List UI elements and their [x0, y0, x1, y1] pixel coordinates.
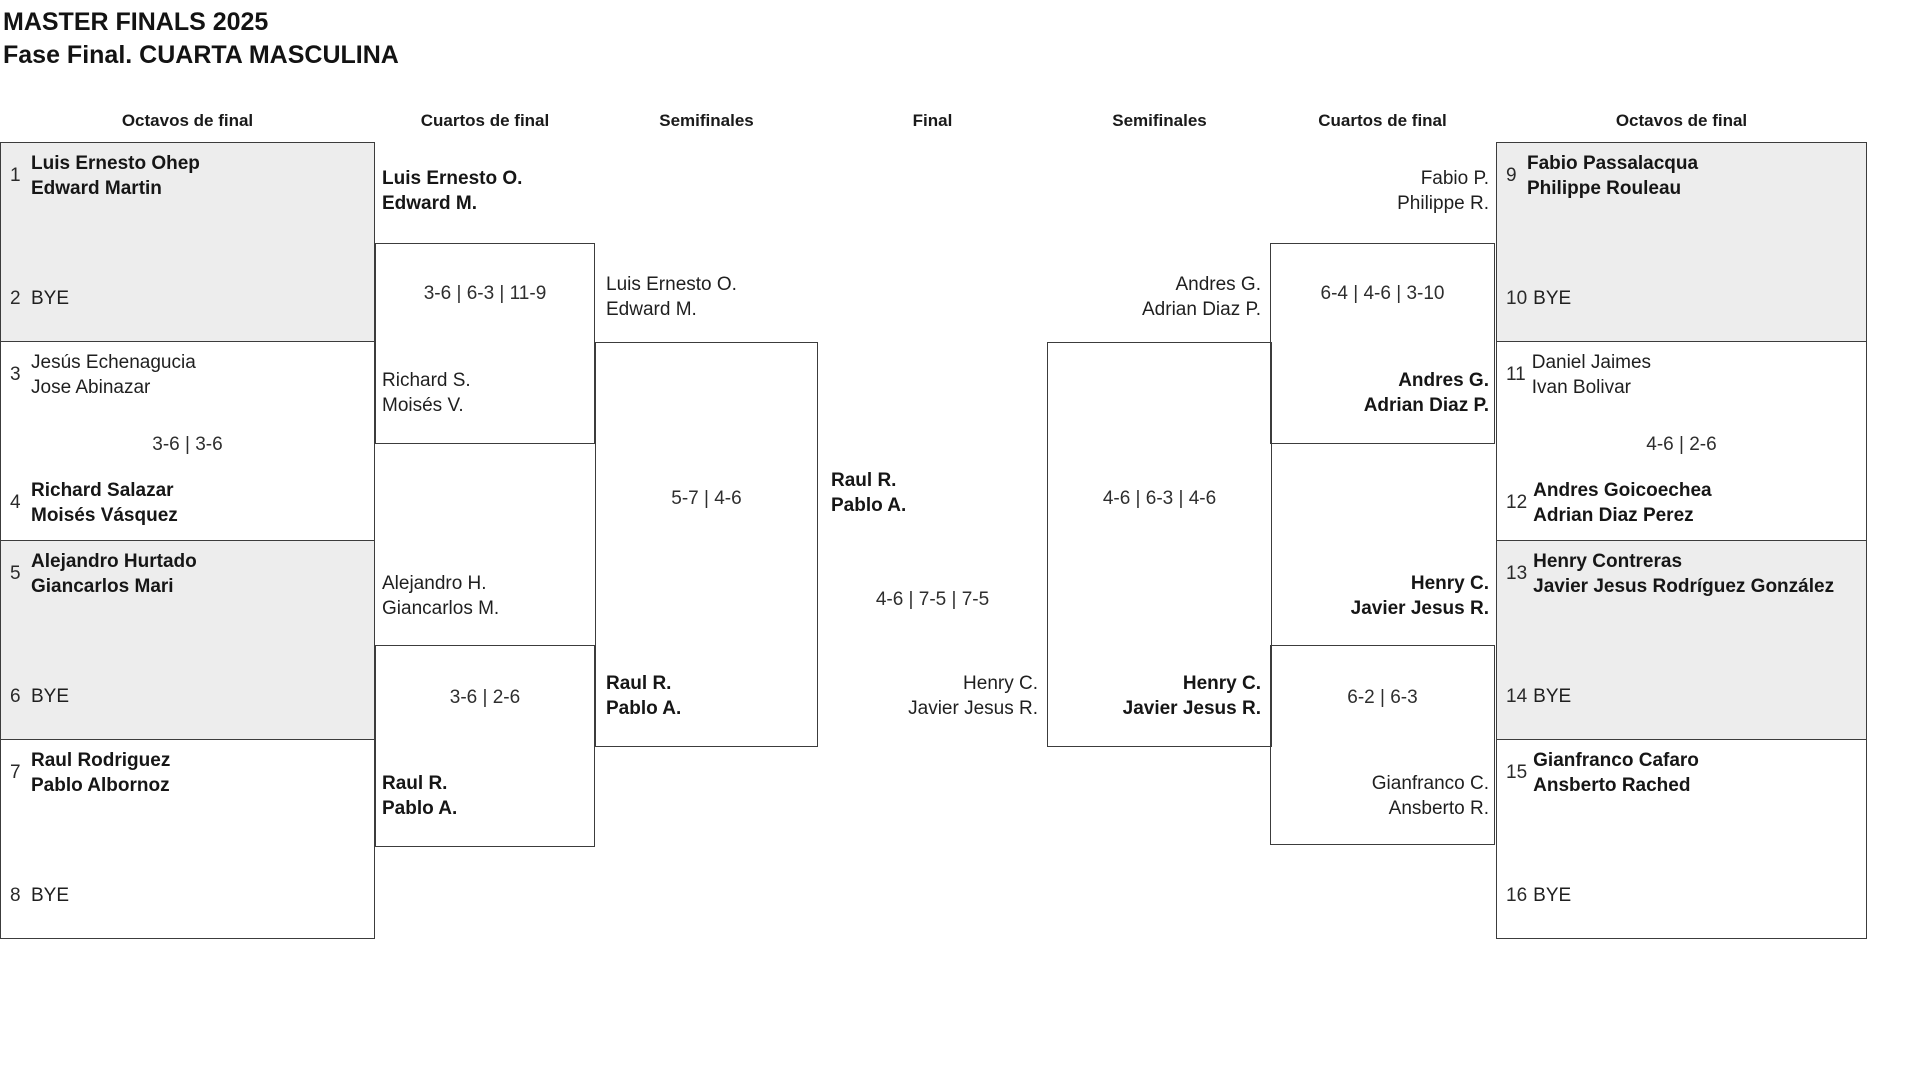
bracket-entrant: 11 Daniel Jaimes Ivan Bolivar — [1497, 350, 1866, 400]
round-header-final: Final — [912, 111, 953, 130]
team-name: BYE — [31, 288, 70, 309]
seed-number: 4 — [10, 492, 21, 513]
bracket-entrant: 15 Gianfranco Cafaro Ansberto Rached — [1497, 748, 1866, 798]
round-header-octavos-left: Octavos de final — [121, 111, 254, 130]
r16-right-match-3: 13 Henry Contreras Javier Jesus Rodrígue… — [1496, 540, 1867, 740]
match-score: 6-4 | 4-6 | 3-10 — [1320, 283, 1445, 304]
team-name: Raul R. Pablo A. — [382, 773, 458, 819]
sf-right-box — [1047, 342, 1272, 747]
team-name: Henry C. Javier Jesus R. — [1122, 673, 1261, 719]
bracket-entrant: 2 BYE — [1, 286, 374, 311]
bracket-entrant: 13 Henry Contreras Javier Jesus Rodrígue… — [1497, 549, 1866, 599]
team-name: BYE — [1533, 885, 1572, 906]
r16-left-match-1: 1 Luis Ernesto Ohep Edward Martin 2 BYE — [0, 142, 375, 342]
team-name: Gianfranco Cafaro Ansberto Rached — [1533, 750, 1699, 796]
round-header-octavos-right: Octavos de final — [1615, 111, 1748, 130]
team-name: Richard Salazar Moisés Vásquez — [31, 480, 178, 526]
seed-number: 13 — [1506, 563, 1528, 584]
seed-number: 15 — [1506, 762, 1528, 783]
bracket-entrant: 12 Andres Goicoechea Adrian Diaz Perez — [1497, 478, 1866, 528]
team-name: Luis Ernesto Ohep Edward Martin — [31, 153, 200, 199]
match-score: 5-7 | 4-6 — [671, 488, 742, 509]
qf-left-match-2-box — [375, 645, 595, 847]
match-score: 6-2 | 6-3 — [1347, 687, 1418, 708]
team-name: Henry C. Javier Jesus R. — [1350, 573, 1489, 619]
match-score: 4-6 | 6-3 | 4-6 — [1102, 488, 1217, 509]
match-score: 3-6 | 6-3 | 11-9 — [423, 283, 547, 304]
seed-number: 7 — [10, 762, 21, 783]
team-name: Henry C. Javier Jesus R. — [908, 673, 1038, 719]
round-header-semifinales-left: Semifinales — [659, 111, 754, 130]
team-name: Alejandro H. Giancarlos M. — [382, 573, 500, 619]
phase-category-subtitle: Fase Final. CUARTA MASCULINA — [3, 41, 399, 69]
r16-right-match-4: 15 Gianfranco Cafaro Ansberto Rached 16 … — [1496, 739, 1867, 939]
qf-right-match-2-box — [1270, 645, 1495, 845]
r16-left-match-2: 3 Jesús Echenagucia Jose Abinazar 3-6 | … — [0, 341, 375, 541]
team-name: Raul R. Pablo A. — [831, 470, 907, 516]
seed-number: 12 — [1506, 492, 1528, 513]
seed-number: 8 — [10, 884, 21, 906]
team-name: BYE — [31, 686, 70, 707]
match-score: 3-6 | 2-6 — [449, 687, 521, 708]
bracket-entrant: 8 BYE — [1, 883, 374, 908]
round-header-cuartos-right: Cuartos de final — [1318, 111, 1447, 130]
team-name: Richard S. Moisés V. — [382, 370, 471, 416]
team-name: Fabio P. Philippe R. — [1397, 168, 1489, 214]
seed-number: 14 — [1506, 685, 1528, 707]
seed-number: 16 — [1506, 884, 1528, 906]
r16-right-match-1: 9 Fabio Passalacqua Philippe Rouleau 10 … — [1496, 142, 1867, 342]
bracket-entrant: 7 Raul Rodriguez Pablo Albornoz — [1, 748, 374, 798]
sf-left-box — [595, 342, 818, 747]
round-header-semifinales-right: Semifinales — [1112, 111, 1207, 130]
team-name: Andres Goicoechea Adrian Diaz Perez — [1533, 480, 1712, 526]
bracket-entrant: 6 BYE — [1, 684, 374, 709]
team-name: Andres G. Adrian Diaz P. — [1142, 274, 1261, 320]
qf-left-match-1-box — [375, 243, 595, 444]
bracket-entrant: 16 BYE — [1497, 883, 1866, 908]
page-title: MASTER FINALS 2025 Fase Final. CUARTA MA… — [3, 6, 399, 72]
team-name: Andres G. Adrian Diaz P. — [1363, 370, 1489, 416]
seed-number: 5 — [10, 563, 21, 584]
round-header-cuartos-left: Cuartos de final — [420, 111, 550, 130]
team-name: Gianfranco C. Ansberto R. — [1371, 773, 1489, 819]
team-name: Henry Contreras Javier Jesus Rodríguez G… — [1533, 551, 1835, 597]
match-score: 3-6 | 3-6 — [152, 434, 223, 455]
team-name: Luis Ernesto O. Edward M. — [382, 168, 523, 214]
r16-right-match-2: 11 Daniel Jaimes Ivan Bolivar 4-6 | 2-6 … — [1496, 341, 1867, 541]
team-name: Daniel Jaimes Ivan Bolivar — [1531, 352, 1652, 398]
team-name: Raul R. Pablo A. — [606, 673, 682, 719]
seed-number: 3 — [10, 364, 21, 385]
qf-right-match-1-box — [1270, 243, 1495, 444]
bracket-entrant: 14 BYE — [1497, 684, 1866, 709]
r16-left-match-3: 5 Alejandro Hurtado Giancarlos Mari 6 BY… — [0, 540, 375, 740]
seed-number: 11 — [1506, 364, 1526, 385]
team-name: Fabio Passalacqua Philippe Rouleau — [1527, 153, 1699, 199]
bracket-entrant: 3 Jesús Echenagucia Jose Abinazar — [1, 350, 374, 400]
team-name: Luis Ernesto O. Edward M. — [606, 274, 737, 320]
match-score: 4-6 | 2-6 — [1646, 434, 1717, 455]
bracket-entrant: 10 BYE — [1497, 286, 1866, 311]
team-name: BYE — [1533, 686, 1572, 707]
seed-number: 2 — [10, 287, 21, 309]
match-score: 4-6 | 7-5 | 7-5 — [875, 589, 990, 610]
team-name: Jesús Echenagucia Jose Abinazar — [31, 352, 196, 398]
seed-number: 6 — [10, 685, 21, 707]
bracket-entrant: 1 Luis Ernesto Ohep Edward Martin — [1, 151, 374, 201]
team-name: BYE — [31, 885, 70, 906]
seed-number: 9 — [1506, 165, 1517, 186]
team-name: Raul Rodriguez Pablo Albornoz — [31, 750, 171, 796]
bracket-entrant: 9 Fabio Passalacqua Philippe Rouleau — [1497, 151, 1866, 201]
tournament-name: MASTER FINALS 2025 — [3, 8, 269, 36]
seed-number: 10 — [1506, 287, 1528, 309]
team-name: Alejandro Hurtado Giancarlos Mari — [31, 551, 197, 597]
bracket-entrant: 5 Alejandro Hurtado Giancarlos Mari — [1, 549, 374, 599]
seed-number: 1 — [10, 165, 21, 186]
bracket-entrant: 4 Richard Salazar Moisés Vásquez — [1, 478, 374, 528]
team-name: BYE — [1533, 288, 1572, 309]
r16-left-match-4: 7 Raul Rodriguez Pablo Albornoz 8 BYE — [0, 739, 375, 939]
